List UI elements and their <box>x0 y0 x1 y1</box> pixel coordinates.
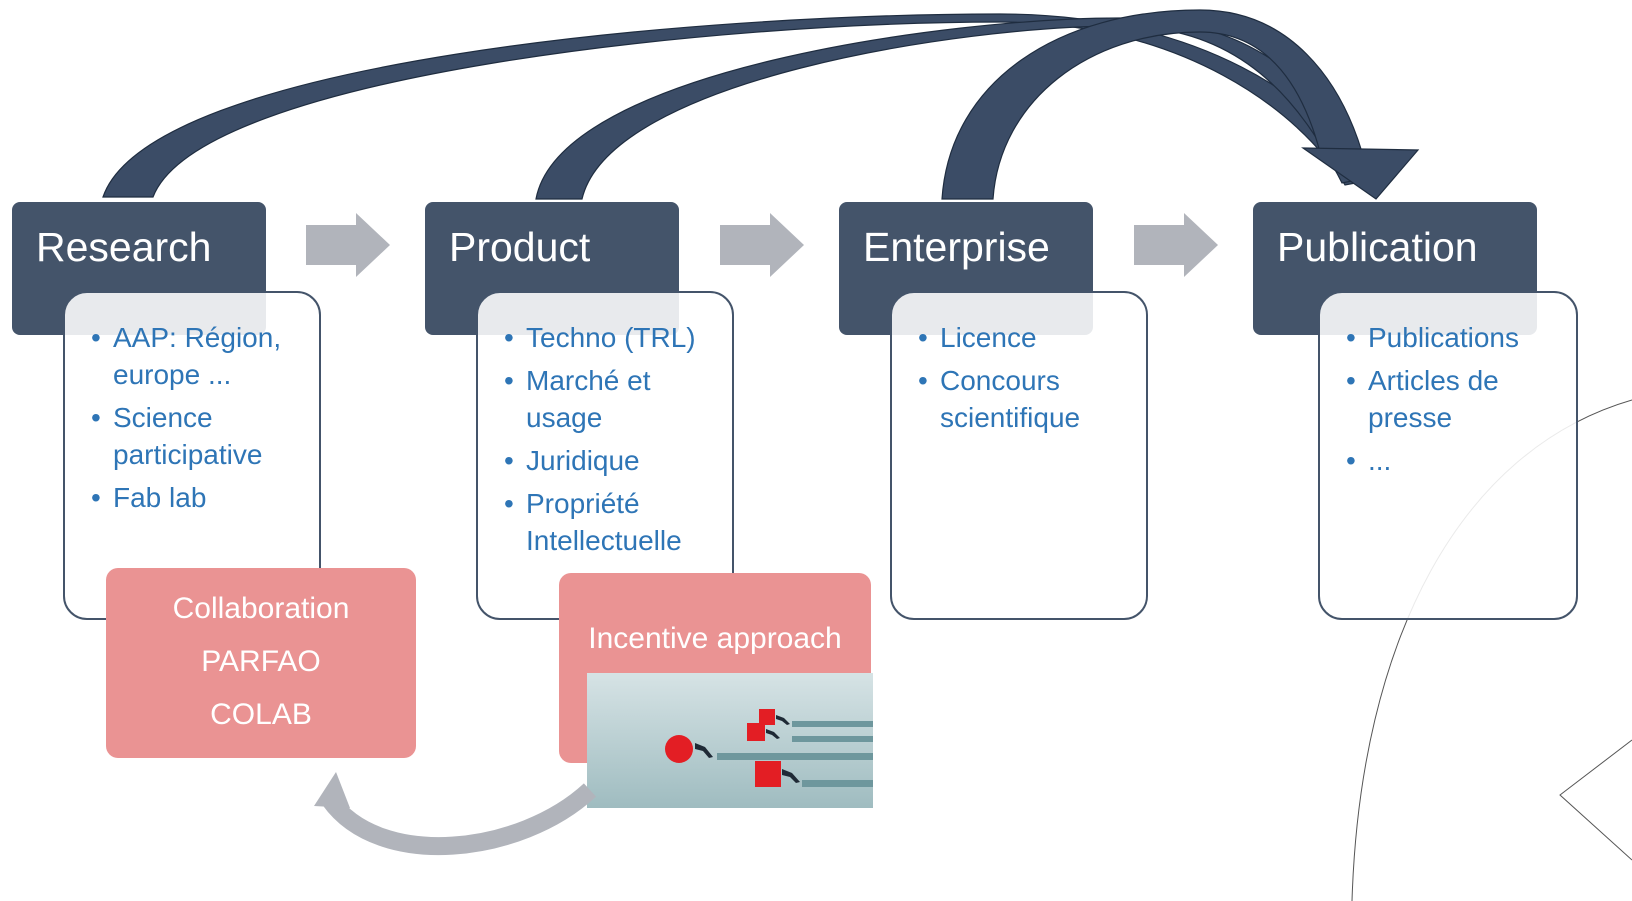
stage-body-product: Techno (TRL) Marché et usage Juridique P… <box>476 291 734 620</box>
collaboration-line: COLAB <box>210 698 312 731</box>
list-item: Techno (TRL) <box>504 319 724 356</box>
red-cube <box>747 723 765 741</box>
list-item: Science participative <box>91 399 311 473</box>
stage-title: Product <box>449 224 591 270</box>
list-item: AAP: Région, europe ... <box>91 319 311 393</box>
list-item: Juridique <box>504 442 724 479</box>
list-item: Marché et usage <box>504 362 724 436</box>
red-ball <box>665 735 693 763</box>
list-item: ... <box>1346 442 1568 479</box>
right-block-arrow-icon <box>1134 213 1218 277</box>
right-block-arrow-icon <box>720 213 804 277</box>
decorative-chevron-outline <box>1559 739 1632 861</box>
stage-header-enterprise: Enterprise <box>839 202 1093 335</box>
list-item: Articles de presse <box>1346 362 1568 436</box>
stage-body-research: AAP: Région, europe ... Science particip… <box>63 291 321 620</box>
list-item: Concours scientifique <box>918 362 1138 436</box>
collaboration-line: Collaboration <box>172 592 350 625</box>
incentive-title: Incentive approach <box>588 622 842 655</box>
pushing-figure <box>695 743 713 758</box>
list-item: Fab lab <box>91 479 311 516</box>
publication-arrowhead <box>1301 147 1420 200</box>
stage-body-enterprise: Licence Concours scientifique <box>890 291 1148 620</box>
stage-title: Enterprise <box>863 224 1050 270</box>
red-cube <box>755 761 781 787</box>
incentive-illustration <box>587 673 873 808</box>
pushing-figure <box>776 715 790 725</box>
red-cube <box>759 709 775 725</box>
pushing-figure <box>782 769 800 783</box>
pushing-figure <box>766 729 780 739</box>
collaboration-line: PARFAO <box>201 645 321 678</box>
research-to-publication-arrow <box>102 13 1373 198</box>
list-item: Propriété Intellectuelle <box>504 485 724 559</box>
right-block-arrow-icon <box>306 213 390 277</box>
stage-title: Research <box>36 224 212 270</box>
stage-title: Publication <box>1277 224 1478 270</box>
collaboration-box: Collaboration PARFAO COLAB <box>106 568 416 758</box>
stage-body-publication: Publications Articles de presse ... <box>1318 291 1578 620</box>
list-item: Publications <box>1346 319 1568 356</box>
list-item: Licence <box>918 319 1138 356</box>
